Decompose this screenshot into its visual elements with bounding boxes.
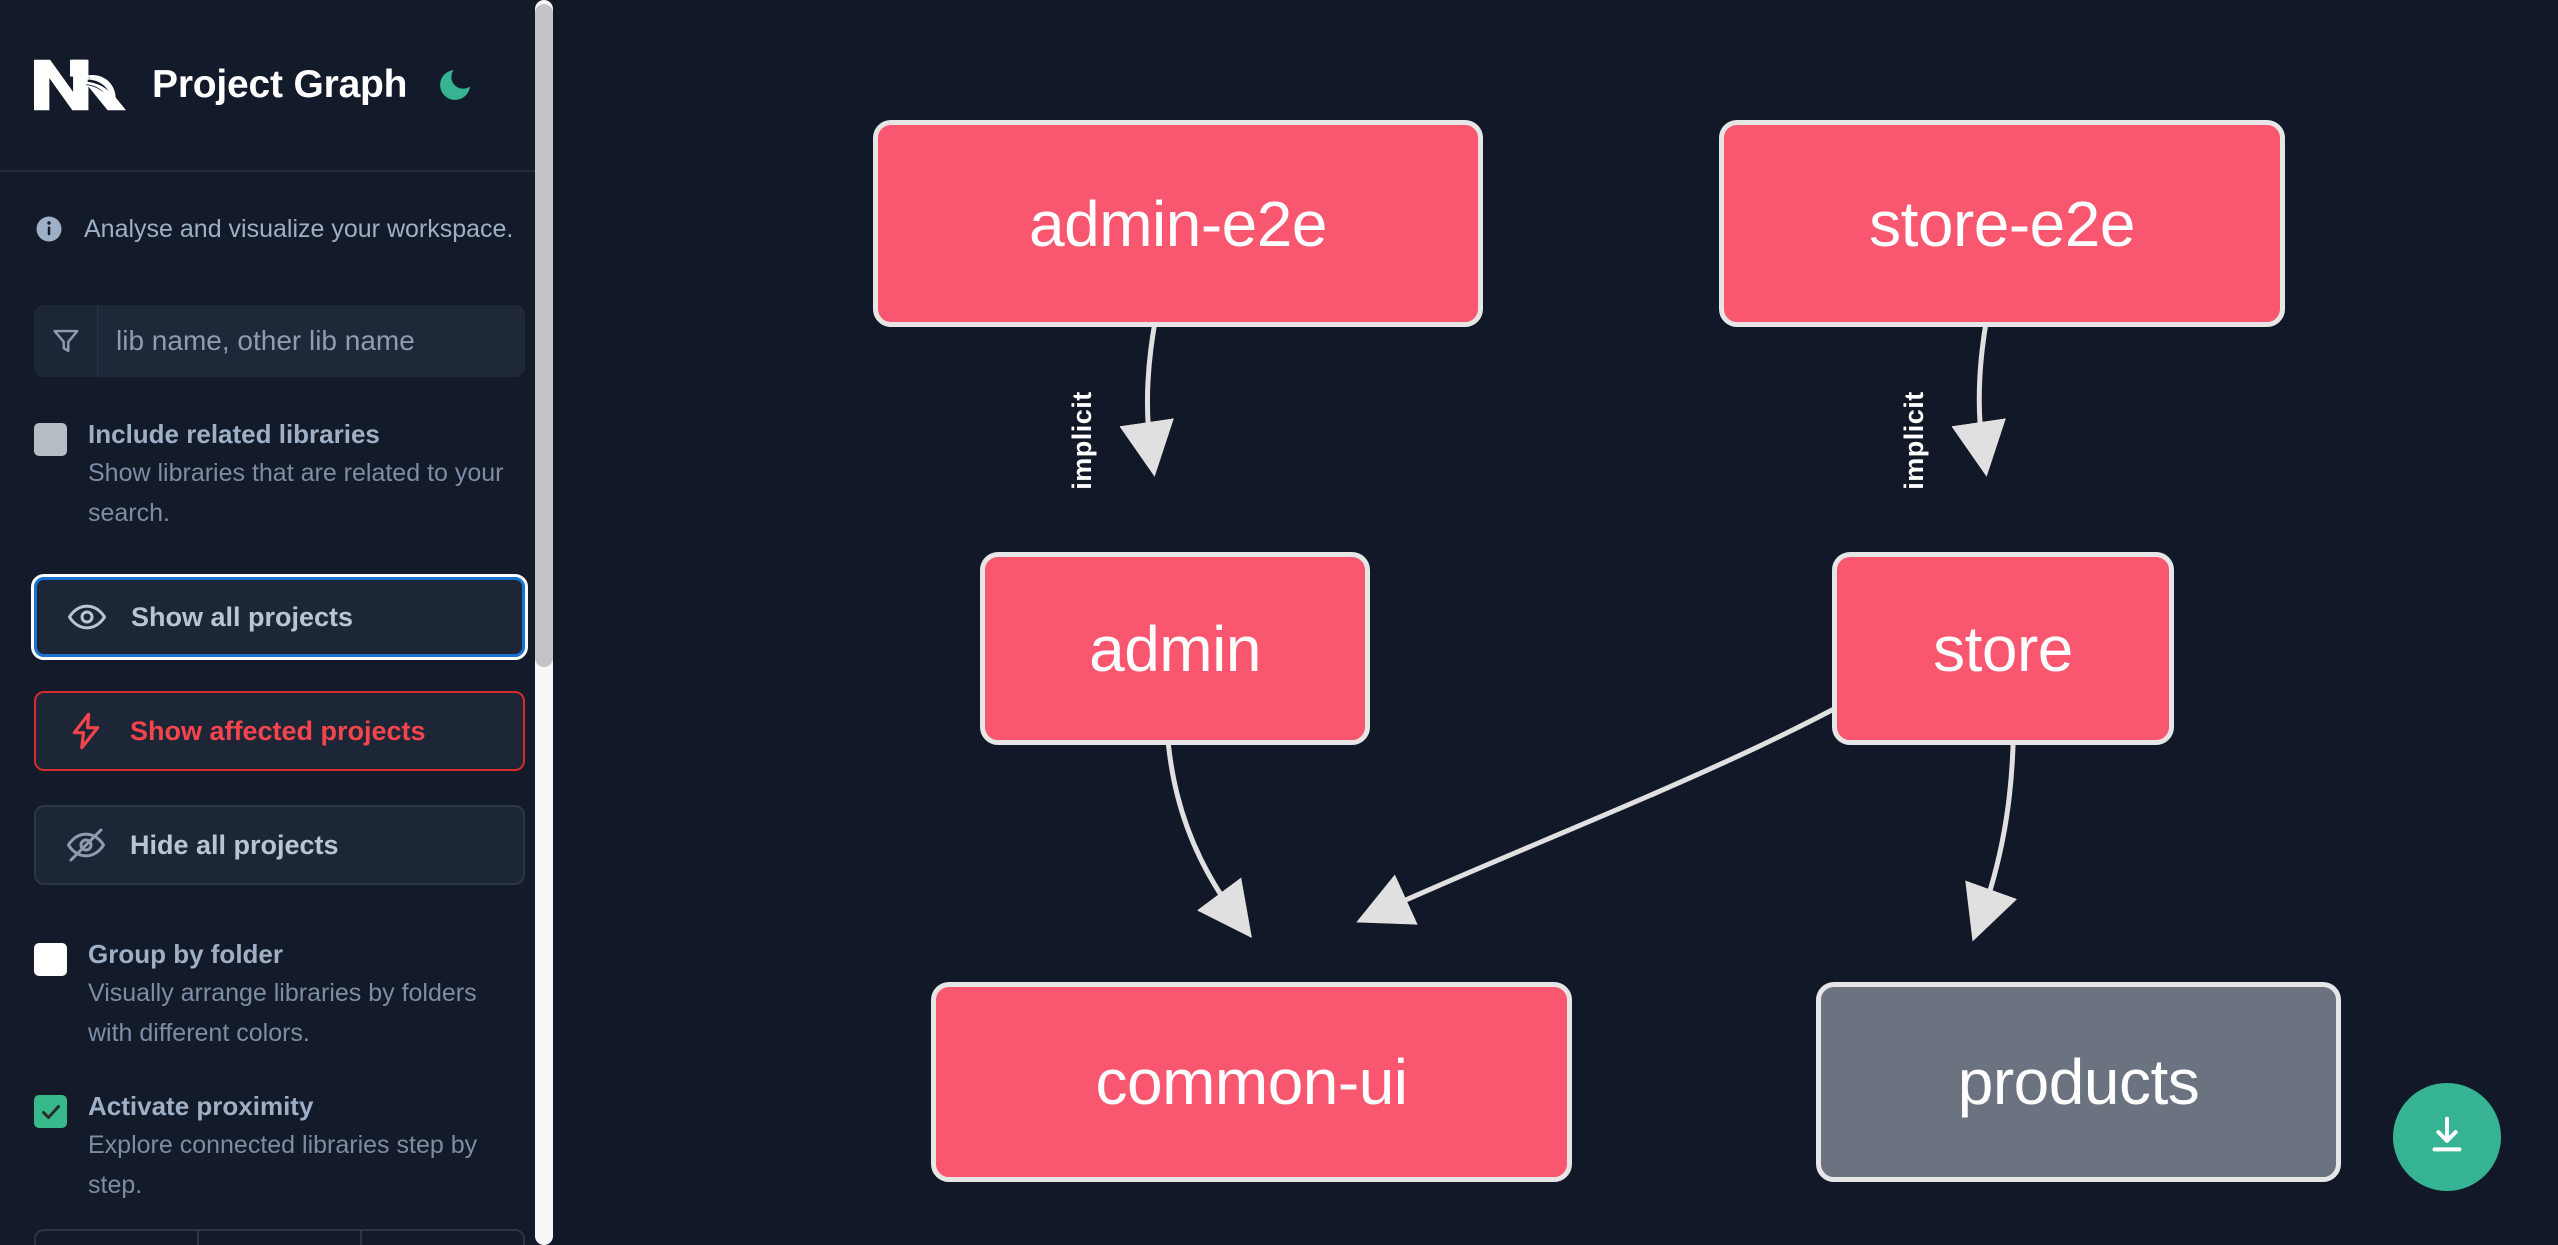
checkbox-label-group-by-folder: Group by folder xyxy=(88,939,283,969)
sidebar: Project Graph Analyse and visualize your… xyxy=(0,0,559,1245)
edge-label-implicit-store: implicit xyxy=(1898,391,1929,490)
download-icon xyxy=(2424,1112,2470,1163)
graph-node-label: common-ui xyxy=(1095,1046,1408,1118)
proximity-step-option-2[interactable] xyxy=(199,1231,362,1245)
checkbox-group-by-folder[interactable] xyxy=(34,943,67,976)
checkbox-include-related-libraries[interactable] xyxy=(34,423,67,456)
checkbox-desc-group-by-folder: Visually arrange libraries by folders wi… xyxy=(88,979,477,1047)
sidebar-header: Project Graph xyxy=(0,0,559,172)
checkbox-row-include-related-libraries[interactable]: Include related libraries Show libraries… xyxy=(34,417,525,533)
filter-row xyxy=(34,305,525,377)
nx-logo-icon xyxy=(34,55,126,115)
graph-node-common-ui[interactable]: common-ui xyxy=(931,982,1572,1182)
checkbox-row-group-by-folder[interactable]: Group by folder Visually arrange librari… xyxy=(34,937,525,1053)
sidebar-scrollbar-thumb[interactable] xyxy=(535,4,553,667)
sidebar-edge xyxy=(553,0,559,1245)
show-all-projects-label: Show all projects xyxy=(131,601,354,632)
checkbox-label-activate-proximity: Activate proximity xyxy=(88,1091,314,1121)
checkbox-desc-include-related-libraries: Show libraries that are related to your … xyxy=(88,459,504,527)
search-input[interactable] xyxy=(98,305,525,377)
moon-icon[interactable] xyxy=(433,63,477,107)
sidebar-body: Analyse and visualize your workspace. In… xyxy=(0,172,559,1245)
checkbox-desc-activate-proximity: Explore connected libraries step by step… xyxy=(88,1131,478,1199)
graph-node-label: products xyxy=(1957,1046,2200,1118)
show-affected-projects-label: Show affected projects xyxy=(130,715,426,746)
graph-node-label: store-e2e xyxy=(1869,187,2135,260)
sidebar-scrollbar-track[interactable] xyxy=(535,0,553,1245)
hide-all-projects-label: Hide all projects xyxy=(130,829,339,860)
eye-off-icon xyxy=(66,825,106,865)
edge-label-implicit-admin: implicit xyxy=(1066,391,1097,490)
hide-all-projects-button[interactable]: Hide all projects xyxy=(34,805,525,885)
funnel-icon xyxy=(34,305,98,377)
graph-node-store-e2e[interactable]: store-e2e xyxy=(1719,120,2285,327)
lightning-bolt-icon xyxy=(66,711,106,751)
graph-node-label: store xyxy=(1933,612,2073,685)
proximity-step-option-1[interactable] xyxy=(36,1231,199,1245)
checkbox-row-activate-proximity[interactable]: Activate proximity Explore connected lib… xyxy=(34,1089,525,1205)
graph-node-admin[interactable]: admin xyxy=(980,552,1370,745)
show-all-projects-button[interactable]: Show all projects xyxy=(31,574,528,660)
checkbox-label-include-related-libraries: Include related libraries xyxy=(88,419,380,449)
info-icon xyxy=(34,214,64,244)
page-title: Project Graph xyxy=(152,63,408,106)
graph-node-products[interactable]: products xyxy=(1816,982,2341,1182)
graph-node-admin-e2e[interactable]: admin-e2e xyxy=(873,120,1483,327)
tagline: Analyse and visualize your workspace. xyxy=(34,214,525,244)
tagline-text: Analyse and visualize your workspace. xyxy=(84,214,514,243)
graph-canvas[interactable]: admin-e2e store-e2e admin store common-u… xyxy=(559,0,2558,1245)
eye-icon xyxy=(67,597,107,637)
graph-node-label: admin-e2e xyxy=(1029,187,1327,260)
proximity-step-option-3[interactable] xyxy=(362,1231,523,1245)
proximity-step-button-group[interactable] xyxy=(34,1229,525,1245)
checkbox-activate-proximity[interactable] xyxy=(34,1095,67,1128)
show-affected-projects-button[interactable]: Show affected projects xyxy=(34,691,525,771)
download-button[interactable] xyxy=(2393,1083,2501,1191)
graph-node-label: admin xyxy=(1089,612,1261,685)
graph-node-store[interactable]: store xyxy=(1832,552,2174,745)
